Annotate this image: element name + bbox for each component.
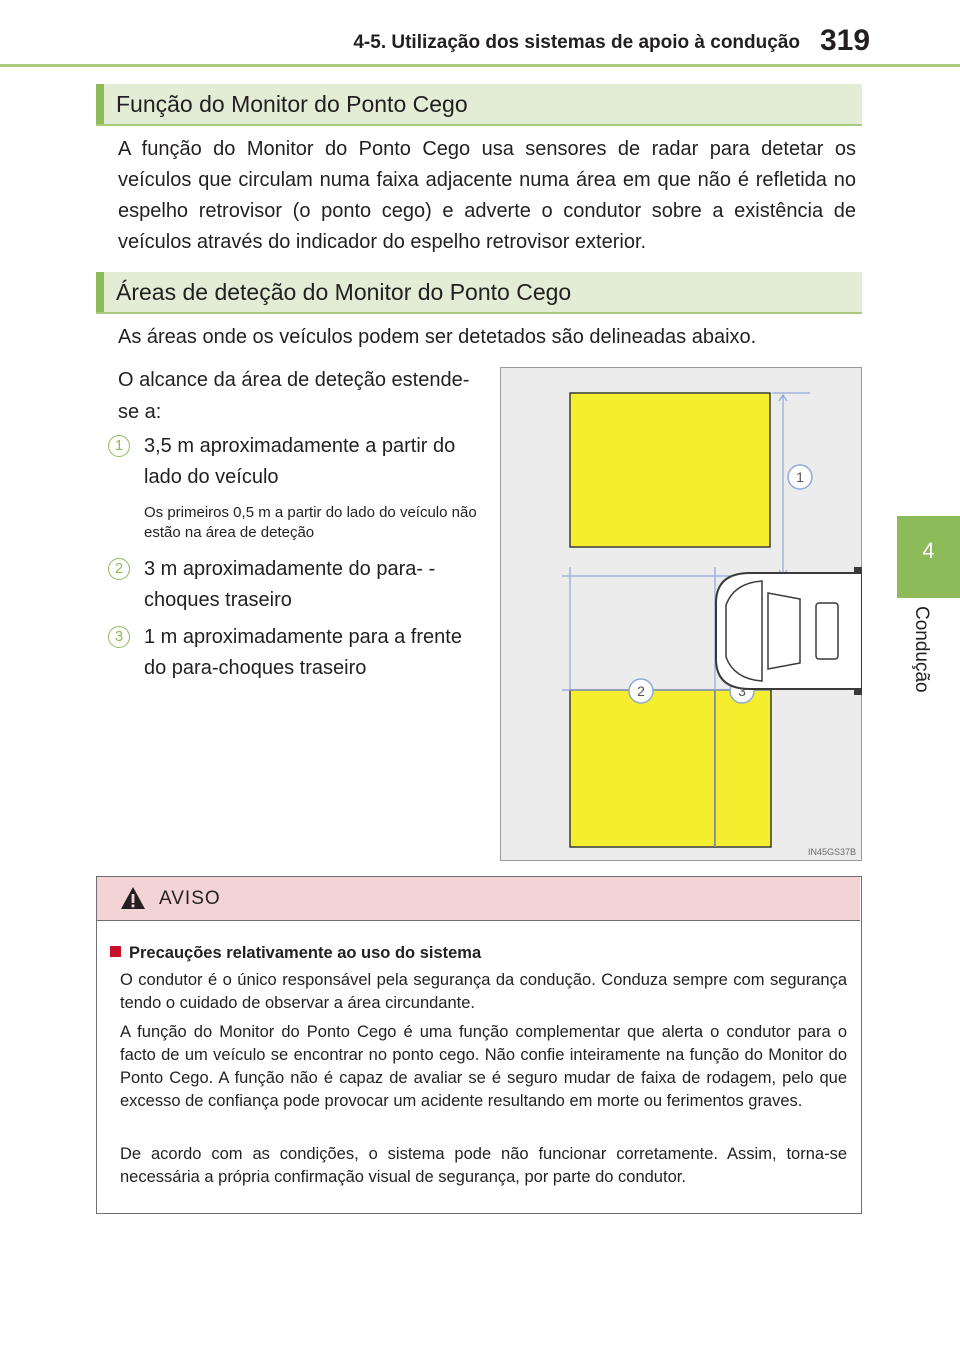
warning-subtitle-text: Precauções relativamente ao uso do siste… [129, 944, 482, 962]
item-text-3: 1 m aproximadamente para a frente do par… [144, 626, 462, 679]
callout-2 [628, 678, 654, 704]
diagram-svg: 1 2 3 IN45GS37B [500, 367, 863, 861]
warning-triangle-icon [121, 887, 145, 909]
warning-box: AVISO Precauções relativamente ao uso do… [96, 876, 862, 1214]
chapter-number: 4 [922, 538, 935, 563]
running-header: 4-5. Utilização dos sistemas de apoio à … [353, 32, 800, 53]
warning-paragraph-1: O condutor é o único responsável pela se… [120, 971, 847, 1012]
callout-1 [787, 464, 813, 490]
car-top-view [715, 567, 863, 695]
item-text-1: 3,5 m aproximadamente a partir do lado d… [144, 435, 456, 488]
figure-code: IN45GS37B [808, 847, 856, 857]
side-detection-zone [714, 689, 772, 848]
item-number-2: 2 [108, 558, 130, 580]
chapter-tab[interactable]: 4 [897, 516, 960, 598]
warning-subtitle: Precauções relativamente ao uso do siste… [110, 944, 481, 963]
section-title: Áreas de deteção do Monitor do Ponto Ceg… [116, 279, 572, 305]
warning-paragraph-3: De acordo com as condições, o sistema po… [120, 1145, 847, 1186]
upper-detection-zone [569, 392, 771, 548]
callout-3-label: 3 [738, 683, 746, 699]
warning-title: AVISO [159, 888, 221, 909]
chapter-label: Condução [896, 606, 960, 716]
item-text-2: 3 m aproximadamente do para- -choques tr… [144, 558, 436, 611]
chapter-label-text: Condução [911, 606, 932, 693]
callout-1-label: 1 [796, 469, 804, 485]
section-heading-detection-areas: Áreas de deteção do Monitor do Ponto Ceg… [96, 272, 862, 314]
page-number: 319 [820, 24, 871, 57]
function-description: A função do Monitor do Ponto Cego usa se… [118, 138, 856, 253]
warning-header: AVISO [97, 877, 860, 921]
bullet-square-icon [110, 946, 121, 957]
section-title: Função do Monitor do Ponto Cego [116, 91, 468, 117]
rear-detection-zone [569, 689, 716, 848]
callout-2-label: 2 [637, 683, 645, 699]
item-number-1: 1 [108, 435, 130, 457]
warning-paragraph-2: A função do Monitor do Ponto Cego é uma … [120, 1023, 847, 1110]
header-rule [0, 64, 960, 67]
item-number-3: 3 [108, 626, 130, 648]
dimension-lines [562, 392, 862, 847]
detection-area-diagram: 1 2 3 IN45GS37B [500, 367, 863, 861]
detection-intro: As áreas onde os veículos podem ser dete… [118, 326, 757, 348]
section-heading-function: Função do Monitor do Ponto Cego [96, 84, 862, 126]
detection-lead: O alcance da área de deteção estende-se … [118, 369, 470, 423]
item-note-1: Os primeiros 0,5 m a partir do lado do v… [144, 504, 477, 541]
